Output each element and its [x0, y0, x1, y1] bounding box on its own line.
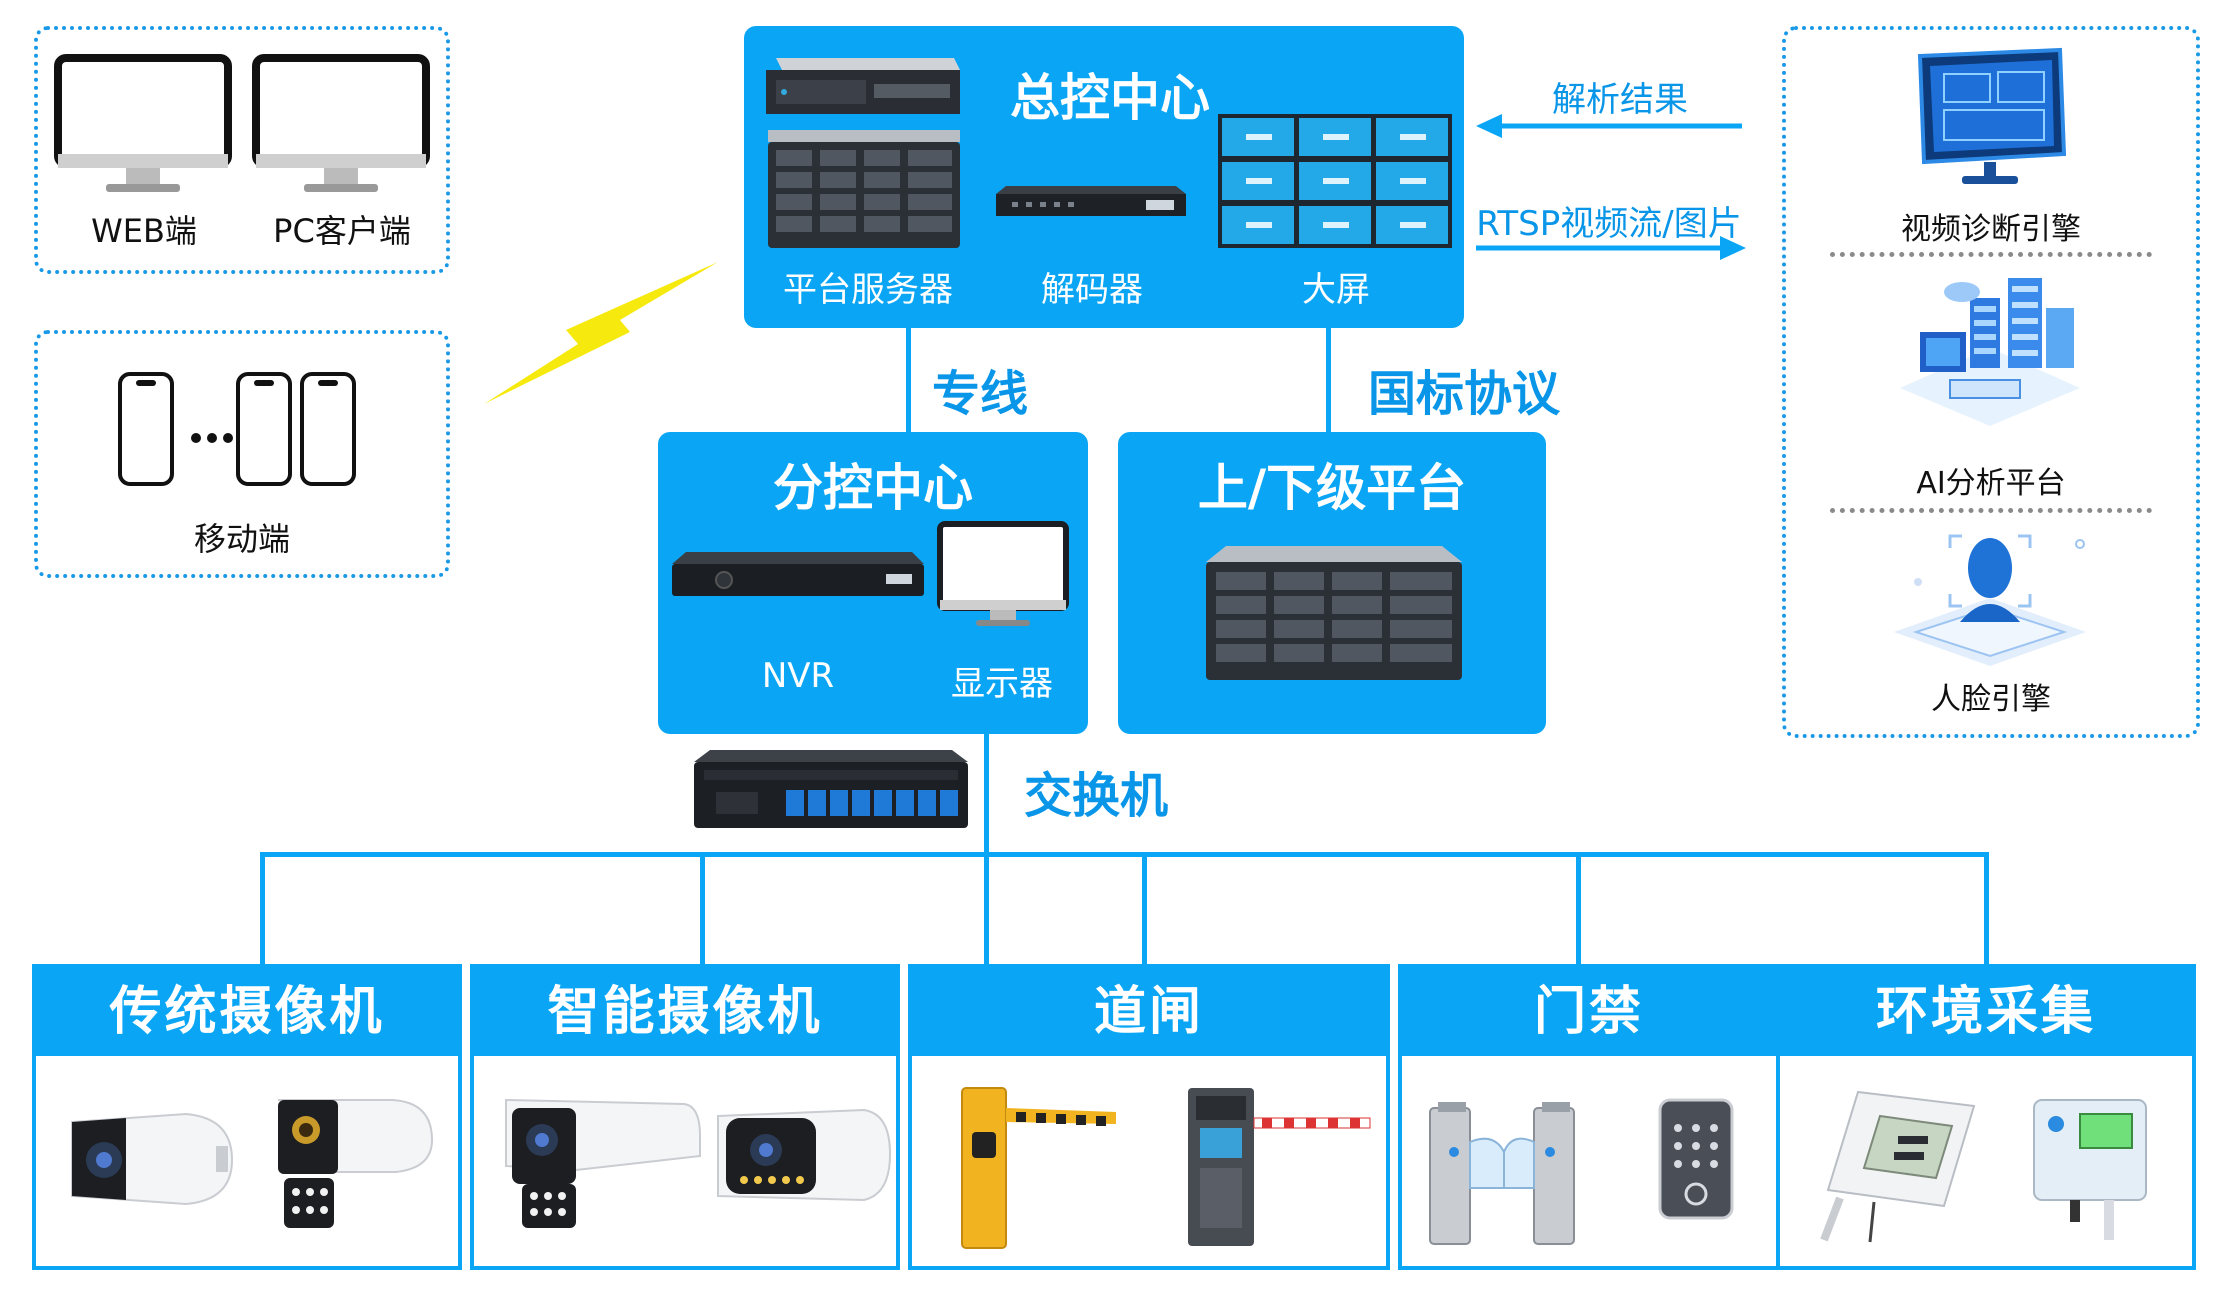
turnstile-icon: [1429, 1102, 1575, 1245]
barrier-gate-icon: [961, 1087, 1116, 1249]
phone-icon: [118, 372, 356, 486]
switch-label: 交换机: [1023, 768, 1168, 824]
server-1u-icon: [766, 58, 960, 114]
rtsp-stream-arrow: [1476, 236, 1746, 260]
switch-trunk-line: [984, 734, 989, 856]
drop-line-2: [700, 852, 705, 968]
smart-bullet-camera-icon: [505, 1098, 701, 1228]
face-engine-label: 人脸引擎: [1931, 682, 2051, 717]
lightning-icon: [484, 262, 718, 404]
access-keypad-icon: [1658, 1098, 1734, 1220]
decoder-icon: [996, 186, 1186, 216]
central-control-title: 总控中心: [1010, 69, 1210, 127]
video-diagnosis-label: 视频诊断引擎: [1901, 212, 2081, 247]
video-wall-icon: [1218, 114, 1452, 248]
nvr-icon: [672, 552, 924, 596]
monitor-icon: [937, 521, 1069, 626]
temp-humidity-sensor-icon: [1820, 1090, 1976, 1243]
rtsp-stream-label: RTSP视频流/图片: [1476, 204, 1742, 244]
monitor-label: 显示器: [951, 664, 1053, 704]
platform-title: 上/下级平台: [1197, 459, 1467, 517]
pc-client-label: PC客户端: [273, 212, 411, 250]
ai-platform-icon: [1900, 278, 2080, 426]
barrier-gate-panel: 道闸: [908, 964, 1390, 1270]
branch-control-title: 分控中心: [773, 459, 973, 517]
mobile-label: 移动端: [193, 520, 290, 558]
face-engine-icon: [1894, 534, 2086, 666]
video-wall-label: 大屏: [1302, 270, 1370, 310]
device-bus-line: [260, 852, 1988, 857]
storage-server-icon: [1206, 546, 1462, 680]
parse-result-arrow: [1476, 114, 1742, 138]
mobile-box: [34, 330, 450, 578]
video-diagnosis-icon: [1917, 47, 2067, 184]
platform-server-label: 平台服务器: [783, 270, 953, 310]
protocol-line-connector: [1326, 328, 1331, 432]
web-client-label: WEB端: [91, 212, 197, 250]
dual-light-camera-icon: [278, 1099, 434, 1228]
traditional-camera-title: 传统摄像机: [36, 968, 458, 1056]
nvr-label: NVR: [761, 656, 835, 696]
drop-line-5: [1576, 852, 1581, 968]
drop-line-1: [260, 852, 265, 968]
access-control-title: 门禁: [1402, 968, 1776, 1056]
smart-camera-title: 智能摄像机: [474, 968, 896, 1056]
barrier-gate-title: 道闸: [912, 968, 1386, 1056]
environment-collection-title: 环境采集: [1780, 968, 2192, 1056]
engine-divider-1: [1830, 252, 2152, 257]
web-monitor-icon: [54, 54, 232, 192]
pc-monitor-icon: [252, 54, 430, 192]
bullet-camera-icon: [71, 1112, 234, 1206]
drop-line-6: [1984, 852, 1989, 968]
smart-warm-light-camera-icon: [717, 1108, 892, 1202]
drop-line-3: [984, 852, 989, 968]
environment-sensor-box-icon: [2033, 1099, 2147, 1240]
drop-line-4: [1142, 852, 1147, 968]
engines-box: [1782, 26, 2200, 738]
decoder-label: 解码器: [1041, 270, 1143, 310]
client-box: [34, 26, 450, 274]
national-protocol-label: 国标协议: [1367, 366, 1560, 422]
switch-icon: [694, 750, 968, 828]
parking-terminal-icon: [1188, 1088, 1371, 1246]
platform-server-icon: [768, 130, 960, 248]
dedicated-line-connector: [906, 328, 911, 432]
engine-divider-2: [1830, 508, 2152, 513]
parse-result-label: 解析结果: [1552, 80, 1688, 120]
ai-platform-label: AI分析平台: [1916, 466, 2066, 501]
dedicated-line-label: 专线: [931, 366, 1028, 422]
